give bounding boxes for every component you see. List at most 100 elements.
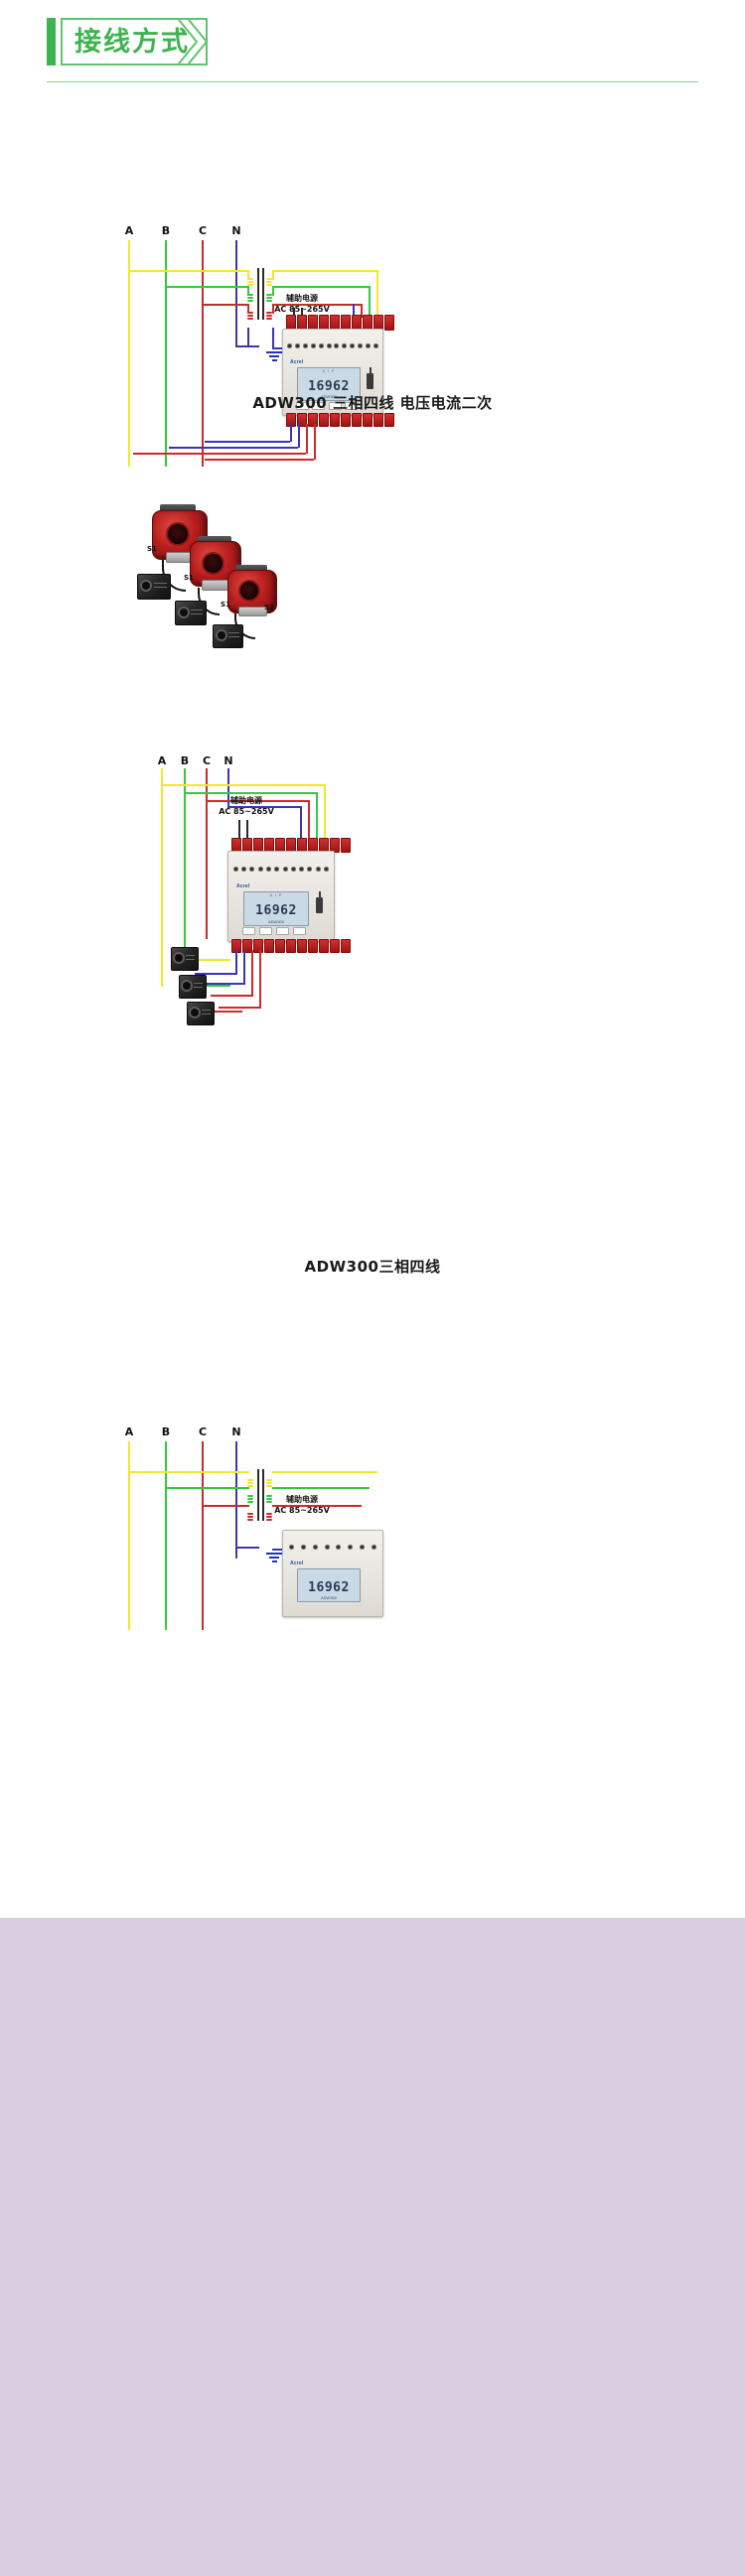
clamp-aperture xyxy=(183,982,191,990)
meter-bottom-connector-strip[interactable] xyxy=(231,939,351,953)
terminal-hole[interactable] xyxy=(232,867,238,872)
meter-button[interactable] xyxy=(276,927,289,935)
terminal-hole[interactable] xyxy=(334,343,340,348)
connector-pin[interactable] xyxy=(308,413,318,427)
connector-pin[interactable] xyxy=(330,413,340,427)
meter-terminal-row-top[interactable] xyxy=(286,343,379,348)
connector-pin[interactable] xyxy=(319,939,329,953)
connector-pin[interactable] xyxy=(363,413,372,427)
connector-pin[interactable] xyxy=(275,939,285,953)
terminal-hole[interactable] xyxy=(372,343,378,348)
terminal-hole[interactable] xyxy=(359,1545,365,1550)
terminal-hole[interactable] xyxy=(365,343,371,348)
terminal-hole[interactable] xyxy=(299,867,305,872)
meter-button-row[interactable] xyxy=(296,402,358,410)
drop-b-to-meter xyxy=(369,286,371,318)
phase-label-b: B xyxy=(161,1425,171,1438)
ct-lead-n-down xyxy=(314,424,316,460)
connector-pin[interactable] xyxy=(341,939,351,953)
aux-power-line2: AC 85~265V xyxy=(274,1505,330,1515)
meter-lcd-display: U I P 16962 ADW300 xyxy=(243,891,309,926)
terminal-hole[interactable] xyxy=(301,1545,307,1550)
meter-terminal-row-top[interactable] xyxy=(286,1545,379,1550)
connector-pin[interactable] xyxy=(330,939,340,953)
connector-pin[interactable] xyxy=(242,939,252,953)
diagram-1-caption: ADW300 三相四线 电压电流二次 xyxy=(252,394,493,412)
lcd-model-label: ADW300 xyxy=(320,1595,337,1600)
terminal-hole[interactable] xyxy=(342,343,348,348)
terminal-hole[interactable] xyxy=(282,867,288,872)
clamp-detail-line xyxy=(202,1010,211,1011)
terminal-hole[interactable] xyxy=(348,1545,354,1550)
page-header: 接线方式 xyxy=(0,0,745,94)
terminal-hole[interactable] xyxy=(371,1545,376,1550)
energy-meter-device[interactable]: Acrel 16962 ADW300 xyxy=(282,1530,383,1617)
connector-pin[interactable] xyxy=(341,413,351,427)
connector-pin[interactable] xyxy=(297,413,307,427)
meter-button-row[interactable] xyxy=(242,927,306,935)
meter-button[interactable] xyxy=(312,402,326,410)
aux-power-line1: 辅助电源 xyxy=(285,294,318,303)
terminal-hole[interactable] xyxy=(307,867,313,872)
pt-secondary-hook-c xyxy=(272,304,274,314)
pt-secondary-hook-b xyxy=(272,286,274,296)
terminal-hole[interactable] xyxy=(274,867,280,872)
terminal-hole[interactable] xyxy=(357,343,363,348)
terminal-hole[interactable] xyxy=(295,343,301,348)
terminal-hole[interactable] xyxy=(324,867,330,872)
tap-b xyxy=(184,792,318,794)
connector-pin[interactable] xyxy=(308,939,318,953)
ct-run-4 xyxy=(219,1007,261,1009)
connector-pin[interactable] xyxy=(253,939,263,953)
terminal-hole[interactable] xyxy=(241,867,247,872)
lcd-model-label: ADW300 xyxy=(320,394,337,399)
terminal-hole[interactable] xyxy=(336,1545,342,1550)
connector-pin[interactable] xyxy=(384,315,394,331)
connector-pin[interactable] xyxy=(319,413,329,427)
terminal-hole[interactable] xyxy=(287,343,293,348)
secondary-run-b xyxy=(272,286,370,288)
terminal-hole[interactable] xyxy=(266,867,271,872)
meter-terminal-row-top[interactable] xyxy=(231,867,331,872)
ct-terminal-s1-label: S1 xyxy=(221,601,230,609)
connector-pin[interactable] xyxy=(286,939,296,953)
meter-button[interactable] xyxy=(242,927,255,935)
meter-button[interactable] xyxy=(344,402,358,410)
phase-label-c: C xyxy=(202,754,212,767)
bus-line-a xyxy=(161,768,163,987)
terminal-hole[interactable] xyxy=(303,343,309,348)
connector-pin[interactable] xyxy=(384,413,394,427)
connector-pin[interactable] xyxy=(297,939,307,953)
terminal-hole[interactable] xyxy=(249,867,255,872)
meter-button[interactable] xyxy=(328,402,342,410)
split-core-clamp-1 xyxy=(171,947,199,971)
terminal-hole[interactable] xyxy=(315,867,321,872)
terminal-hole[interactable] xyxy=(289,1545,295,1550)
terminal-hole[interactable] xyxy=(310,343,316,348)
terminal-hole[interactable] xyxy=(350,343,356,348)
meter-button[interactable] xyxy=(259,927,272,935)
terminal-hole[interactable] xyxy=(290,867,296,872)
bus-line-a xyxy=(128,240,130,467)
clamp-aperture xyxy=(175,954,183,962)
connector-pin[interactable] xyxy=(264,939,274,953)
connector-pin[interactable] xyxy=(373,413,383,427)
split-core-clamp-2 xyxy=(179,975,207,999)
terminal-hole[interactable] xyxy=(326,343,332,348)
connector-pin[interactable] xyxy=(341,838,351,853)
meter-button[interactable] xyxy=(293,927,306,935)
connector-pin[interactable] xyxy=(352,413,362,427)
connector-pin[interactable] xyxy=(330,838,340,853)
pt-coil-secondary-b xyxy=(266,1495,272,1504)
energy-meter-device[interactable]: Acrel U I P 16962 ADW300 xyxy=(227,851,335,942)
meter-bottom-connector-strip[interactable] xyxy=(286,413,394,427)
terminal-hole[interactable] xyxy=(312,1545,318,1550)
meter-button[interactable] xyxy=(296,402,309,410)
drop-a xyxy=(324,784,326,842)
drop-c xyxy=(308,800,310,842)
header-divider xyxy=(47,81,698,82)
bus-line-n xyxy=(227,768,229,806)
terminal-hole[interactable] xyxy=(257,867,263,872)
terminal-hole[interactable] xyxy=(318,343,324,348)
terminal-hole[interactable] xyxy=(324,1545,330,1550)
